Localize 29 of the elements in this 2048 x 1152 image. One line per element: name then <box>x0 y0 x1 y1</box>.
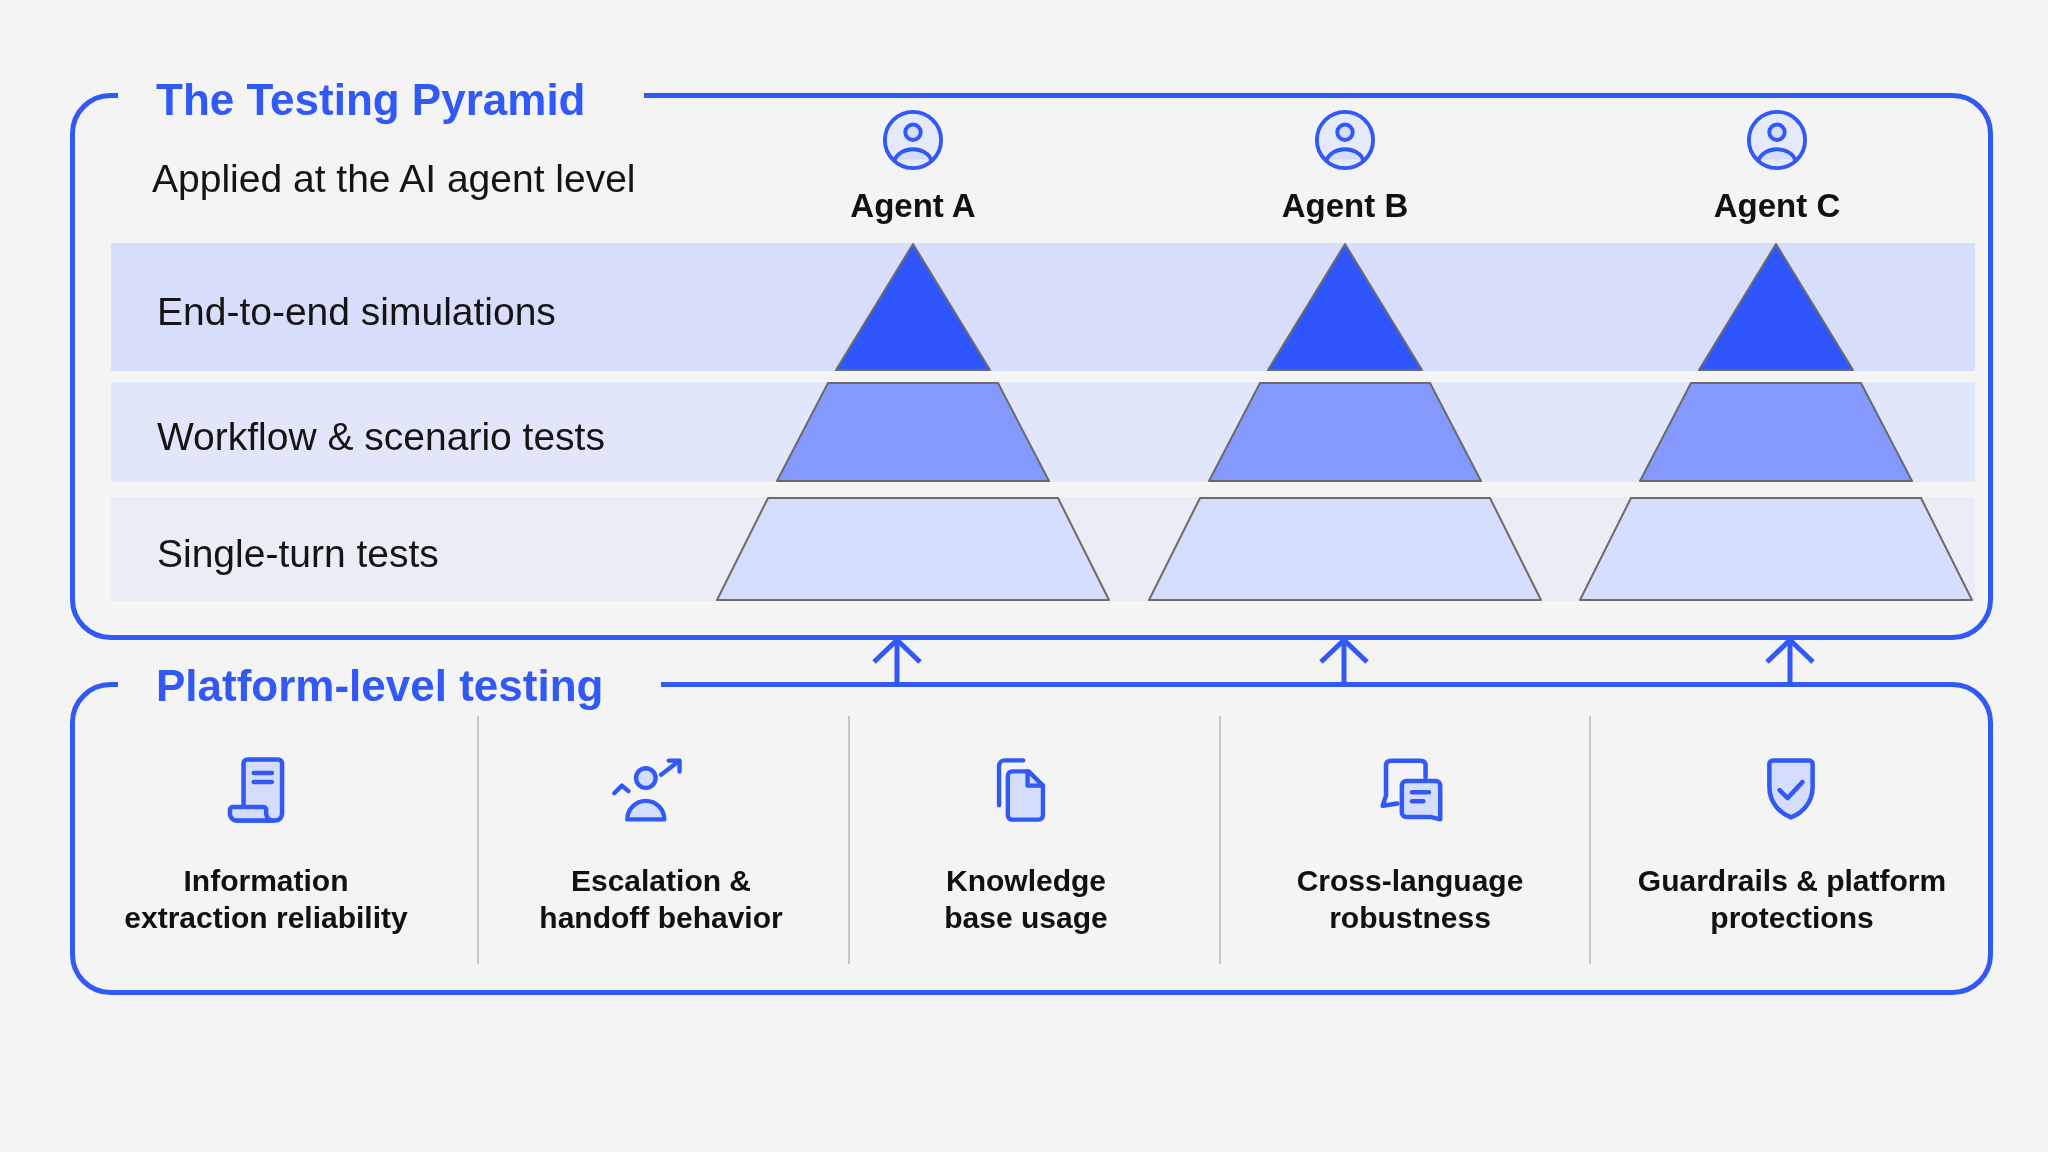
agent-label: Agent A <box>850 187 976 225</box>
arrow <box>871 637 923 682</box>
panel-title: The Testing Pyramid <box>156 78 586 122</box>
agent-label: Agent B <box>1281 187 1409 225</box>
layer-band <box>111 243 1975 371</box>
category-label: Escalation & handoff behavior <box>538 863 784 936</box>
category-label: Knowledge base usage <box>943 863 1109 936</box>
pyramid-middle-tier <box>1639 382 1913 482</box>
category-label: Information extraction reliability <box>123 863 409 936</box>
pyramid-middle-tier <box>1208 382 1482 482</box>
layer-label: End-to-end simulations <box>157 290 557 334</box>
arrow <box>1764 637 1816 682</box>
layer-label: Single-turn tests <box>157 532 440 576</box>
arrow <box>1318 637 1370 682</box>
category-label: Cross-language robustness <box>1295 863 1525 936</box>
panel-subtitle: Applied at the AI agent level <box>152 159 636 198</box>
layer-band <box>111 497 1975 601</box>
pyramid-top-triangle <box>1267 243 1423 371</box>
category-label: Guardrails & platform protections <box>1636 863 1948 936</box>
pyramid-base-tier <box>1148 497 1542 601</box>
layer-band <box>111 382 1975 482</box>
pyramid-base-tier <box>716 497 1110 601</box>
pyramid-top-triangle <box>1698 243 1854 371</box>
agent-label: Agent C <box>1713 187 1841 225</box>
panel-title: Platform-level testing <box>156 664 604 708</box>
pyramid-middle-tier <box>776 382 1050 482</box>
pyramid-base-tier <box>1579 497 1973 601</box>
layer-label: Workflow & scenario tests <box>157 415 606 459</box>
pyramid-top-triangle <box>835 243 991 371</box>
